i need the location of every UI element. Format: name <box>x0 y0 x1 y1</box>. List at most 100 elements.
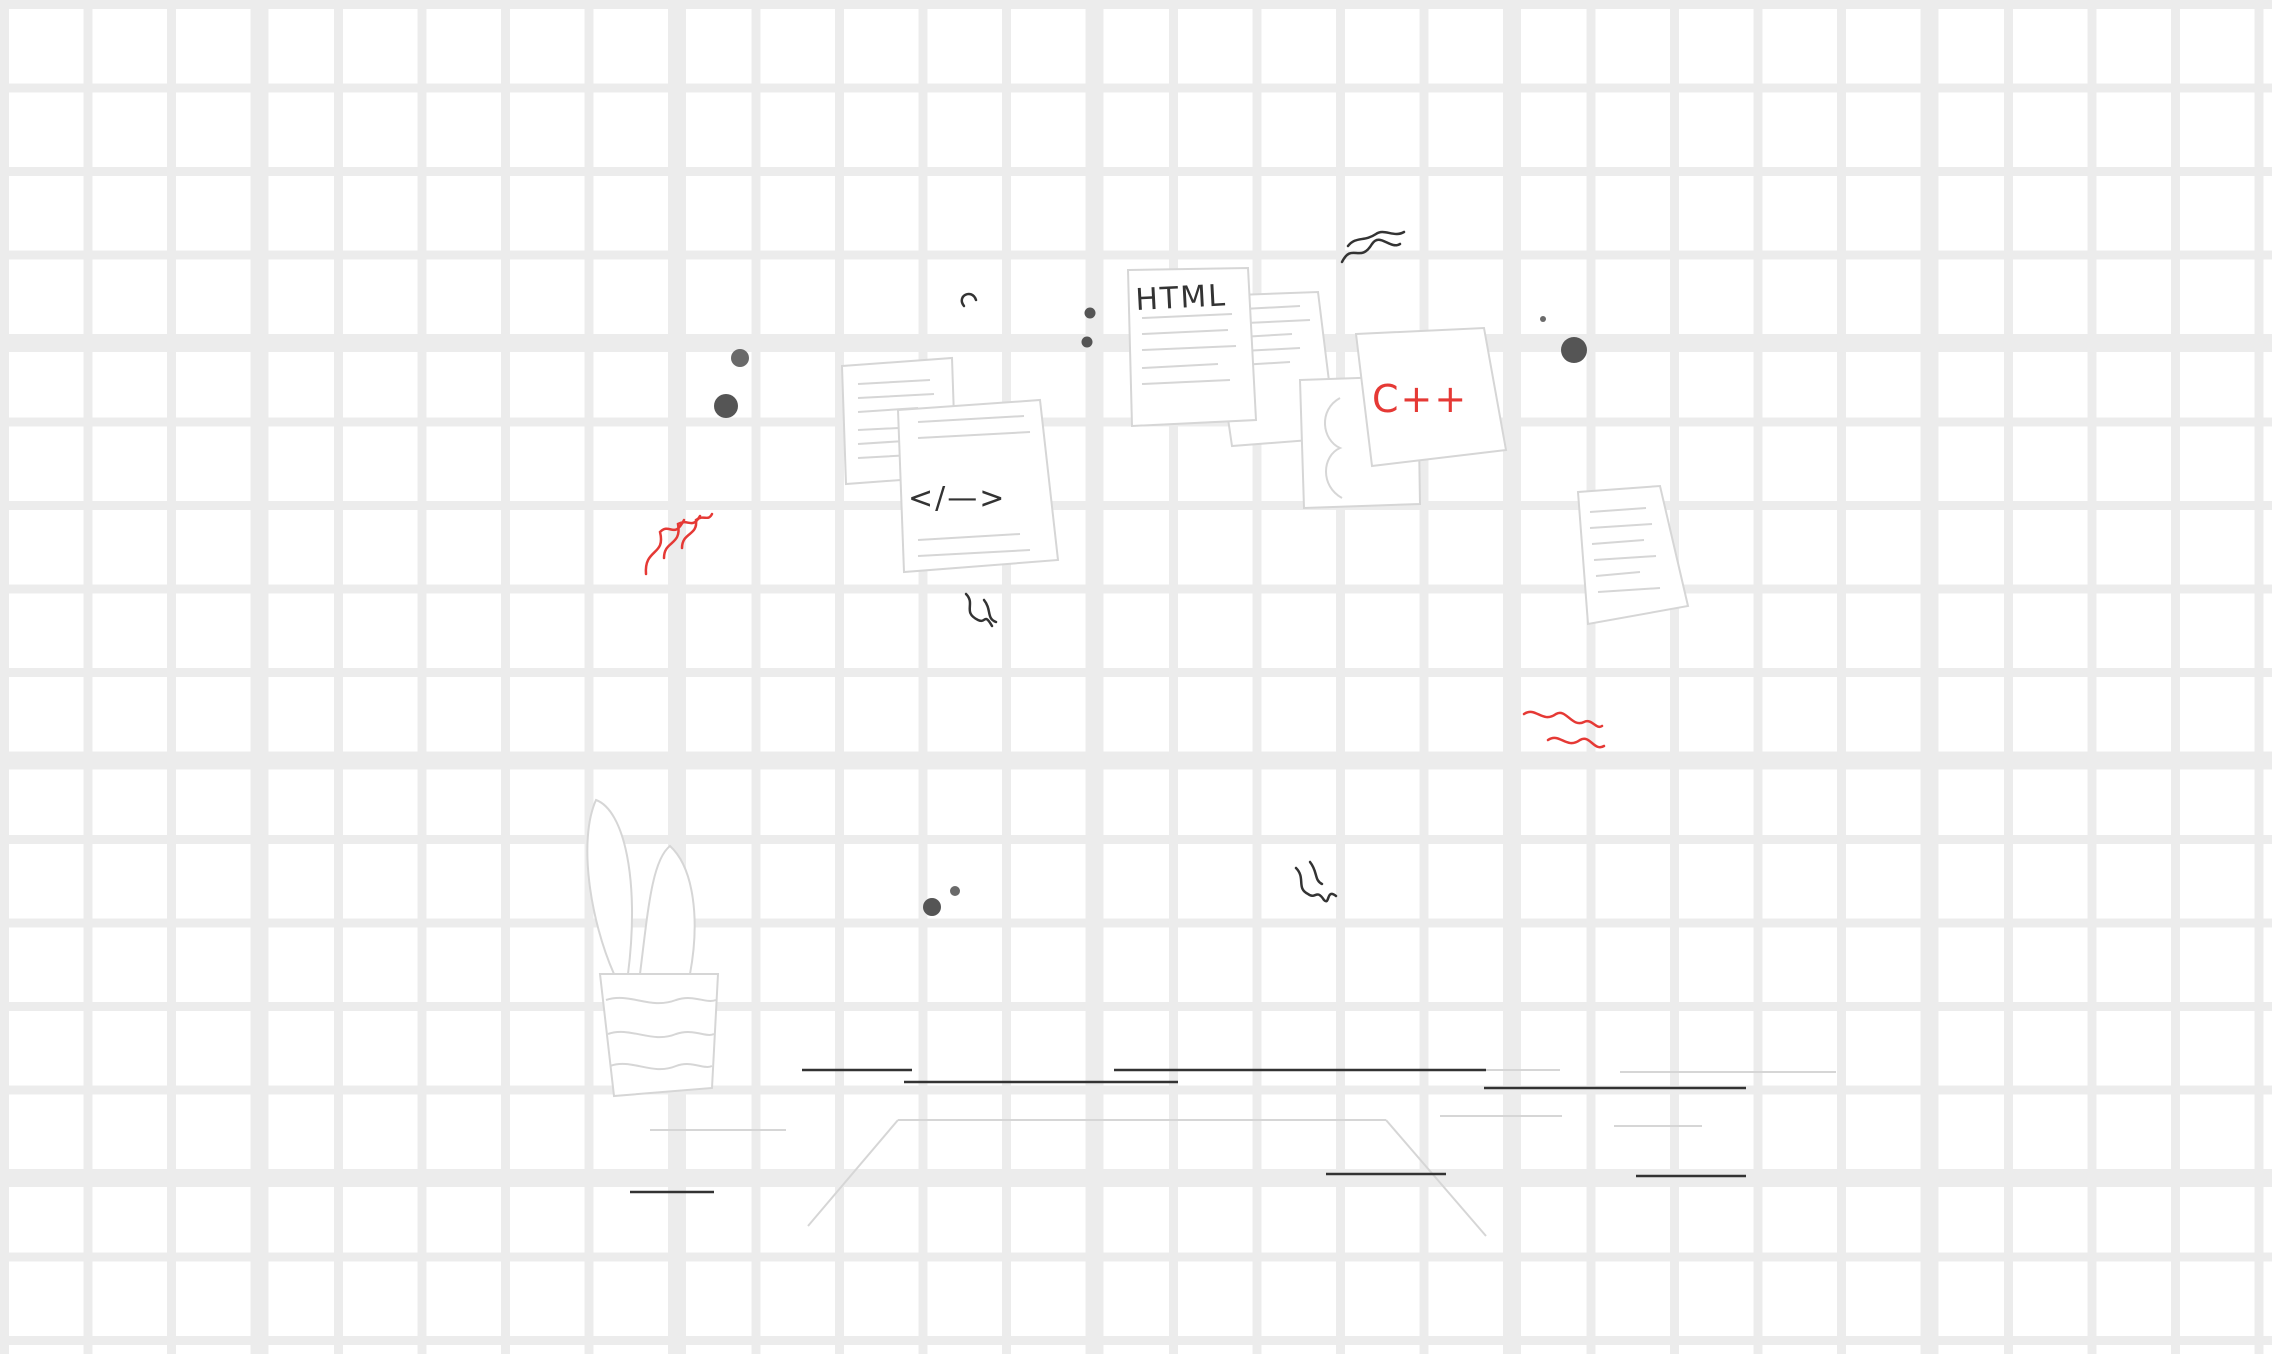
grid-cell <box>426 259 501 334</box>
grid-cell <box>760 426 835 501</box>
grid-cell <box>1178 9 1253 84</box>
grid-cell <box>2263 677 2272 752</box>
grid-cell <box>268 352 334 418</box>
grid-cell <box>1762 1187 1837 1253</box>
grid-cell <box>2180 1261 2255 1336</box>
grid-cell <box>1846 259 1921 334</box>
grid-cell <box>1103 1094 1169 1169</box>
grid-cell <box>760 1011 835 1086</box>
grid-cell <box>1178 677 1253 752</box>
grid-cell <box>2013 259 2088 334</box>
text-document-icon <box>1576 484 1690 626</box>
grid-cell <box>593 1094 668 1169</box>
grid-cell <box>176 927 251 1002</box>
grid-cell <box>1011 259 1086 334</box>
grid-cell <box>760 1261 835 1336</box>
grid-cell <box>1679 510 1754 585</box>
grid-cell <box>510 510 585 585</box>
grid-cell <box>176 1261 251 1336</box>
grid-cell <box>844 259 919 334</box>
grid-cell <box>1103 1011 1169 1086</box>
grid-cell <box>1521 426 1587 501</box>
grid-cell <box>1178 769 1253 835</box>
grid-cell <box>268 1187 334 1253</box>
grid-cell <box>268 1011 334 1086</box>
grid-cell <box>2013 176 2088 251</box>
grid-cell <box>1178 1094 1253 1169</box>
grid-cell <box>760 1345 835 1354</box>
grid-cell <box>1938 352 2004 418</box>
grid-cell <box>176 769 251 835</box>
grid-cell <box>2096 9 2171 84</box>
grid-cell <box>2180 92 2255 167</box>
grid-cell <box>1595 1261 1670 1336</box>
grid-cell <box>1345 593 1420 668</box>
grid-cell <box>1846 844 1921 919</box>
grid-cell <box>1178 844 1253 919</box>
grid-cell <box>1428 1011 1503 1086</box>
grid-cell <box>176 1094 251 1169</box>
grid-cell <box>426 844 501 919</box>
grid-cell <box>1679 259 1754 334</box>
grid-cell <box>1103 1345 1169 1354</box>
grid-cell <box>1679 927 1754 1002</box>
grid-cell <box>2180 426 2255 501</box>
grid-cell <box>268 927 334 1002</box>
grid-cell <box>343 1187 418 1253</box>
grid-cell <box>1345 1345 1420 1354</box>
decorative-dots <box>714 307 1587 916</box>
grid-cell <box>1428 677 1503 752</box>
grid-cell <box>2263 426 2272 501</box>
grid-cell <box>2263 352 2272 418</box>
grid-cell <box>92 92 167 167</box>
grid-cell <box>1938 593 2004 668</box>
grid-cell <box>760 259 835 334</box>
grid-cell <box>268 510 334 585</box>
desk-ink-lines <box>630 1068 1746 1194</box>
grid-cell <box>844 844 919 919</box>
squiggle <box>644 518 686 576</box>
grid-cell <box>1345 9 1420 84</box>
grid-cell <box>1846 176 1921 251</box>
grid-cell <box>1846 1094 1921 1169</box>
grid-cell <box>2096 92 2171 167</box>
grid-cell <box>1595 92 1670 167</box>
grid-cell <box>1261 1094 1336 1169</box>
grid-cell <box>1103 176 1169 251</box>
grid-cell <box>1679 92 1754 167</box>
grid-cell <box>1345 176 1420 251</box>
grid-cell <box>2096 677 2171 752</box>
grid-cell <box>760 176 835 251</box>
html-label: HTML <box>1135 278 1228 318</box>
grid-cell <box>1595 769 1670 835</box>
grid-cell <box>927 176 1002 251</box>
grid-cell <box>1178 176 1253 251</box>
grid-cell <box>2013 92 2088 167</box>
grid-cell <box>1595 1187 1670 1253</box>
grid-cell <box>2263 1345 2272 1354</box>
grid-cell <box>1521 259 1587 334</box>
grid-cell <box>1595 844 1670 919</box>
grid-cell <box>1595 176 1670 251</box>
squiggle <box>982 598 998 624</box>
grid-cell <box>9 426 84 501</box>
grid-cell <box>1521 927 1587 1002</box>
grid-cell <box>1846 426 1921 501</box>
grid-cell <box>1011 593 1086 668</box>
grid-cell <box>593 259 668 334</box>
grid-cell <box>176 259 251 334</box>
grid-cell <box>1762 92 1837 167</box>
grid-cell <box>268 1261 334 1336</box>
grid-cell <box>760 844 835 919</box>
squiggle <box>1522 710 1604 729</box>
grid-cell <box>927 9 1002 84</box>
grid-cell <box>2096 1011 2171 1086</box>
grid-cell <box>686 259 752 334</box>
grid-cell <box>1345 844 1420 919</box>
grid-cell <box>1846 927 1921 1002</box>
grid-cell <box>343 92 418 167</box>
grid-cell <box>686 1261 752 1336</box>
grid-cell <box>1345 92 1420 167</box>
grid-cell <box>686 677 752 752</box>
grid-cell <box>2096 352 2171 418</box>
